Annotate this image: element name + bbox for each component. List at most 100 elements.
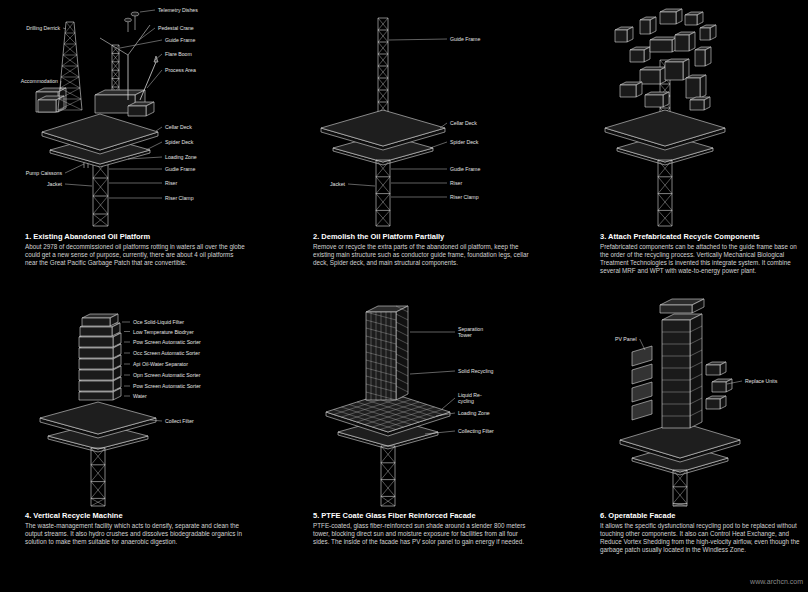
leader-line: [430, 142, 447, 148]
tower-brace: [381, 446, 395, 447]
module-seam: [662, 374, 702, 380]
part-label: Accommodation: [21, 78, 58, 84]
step-description: Remove or recycle the extra parts of the…: [313, 243, 533, 267]
module-seam: [662, 398, 702, 404]
box-front: [128, 106, 146, 116]
derrick-brace: [62, 66, 78, 67]
leader-line: [120, 40, 162, 48]
tower-brace: [378, 42, 388, 54]
step-panel: 3. Attach Prefabricated Recycle Componen…: [600, 232, 800, 275]
leader-line: [440, 123, 447, 128]
tower-brace: [91, 448, 105, 465]
leader-line: [124, 396, 130, 397]
box-front: [366, 312, 396, 400]
platform-demolished: [321, 18, 445, 226]
tower-brace: [376, 226, 390, 227]
tower-brace: [91, 465, 105, 482]
box-side: [396, 306, 408, 400]
tower-brace: [660, 108, 670, 109]
box-front: [79, 337, 113, 347]
box-front: [662, 320, 690, 428]
tower-brace: [376, 160, 390, 177]
tower-brace: [112, 79, 119, 87]
deck-top: [40, 402, 156, 434]
tower-brace: [658, 210, 672, 226]
tower-leg: [91, 448, 92, 506]
box-front: [38, 100, 56, 112]
pv-panel: [632, 346, 652, 366]
derrick-frame: [58, 22, 82, 110]
box-front: [79, 348, 113, 358]
part-label: Api Oil-Water Separator: [133, 361, 188, 367]
tower-brace: [658, 210, 672, 211]
tower-brace: [376, 210, 390, 226]
facade-mesh: [396, 346, 408, 352]
box-front: [660, 12, 676, 24]
lattice-tower: [381, 446, 395, 506]
module-box: [706, 396, 726, 409]
tower-brace: [91, 448, 105, 449]
tower-brace: [381, 463, 395, 480]
derrick-brace: [66, 22, 75, 33]
box-side: [697, 12, 703, 25]
leader-line: [147, 70, 162, 88]
facade-mesh: [396, 314, 408, 320]
tower-brace: [381, 480, 395, 497]
box-front: [80, 327, 112, 336]
derrick-brace: [63, 55, 78, 66]
pv-panel: [632, 364, 652, 384]
tower-brace: [112, 62, 119, 70]
box-front: [640, 20, 650, 34]
facade-mesh: [396, 306, 408, 312]
tower-brace: [378, 54, 388, 55]
leader-line: [150, 420, 162, 421]
step-heading: 4. Vertical Recycle Machine: [25, 511, 245, 520]
leader-line: [391, 197, 447, 198]
tower-leg: [673, 470, 674, 506]
lattice-tower: [91, 448, 105, 506]
box-side: [720, 396, 726, 409]
box-front: [82, 318, 110, 326]
leader-line: [640, 339, 645, 350]
box-front: [695, 50, 705, 66]
telemetry-dish: [125, 18, 132, 22]
part-label: Loading Zone: [165, 154, 197, 160]
crane-jib: [100, 38, 128, 55]
part-label: Occ Screen Automatic Sorter: [133, 350, 200, 356]
tower-brace: [378, 78, 388, 79]
step-panel: 6. Operatable FacadeIt allows the specif…: [600, 511, 800, 554]
deck-grid: [357, 402, 419, 422]
box-front: [712, 382, 726, 392]
facade-mesh: [396, 386, 408, 392]
facade-mesh: [396, 322, 408, 328]
tower-leg: [381, 446, 382, 506]
part-label: Flare Boom: [165, 51, 192, 57]
module-box: [675, 32, 695, 51]
part-label: Telemetry Dishes: [158, 7, 198, 13]
leader-line: [436, 413, 455, 416]
module-box: [665, 59, 689, 80]
tower-brace: [376, 177, 390, 194]
tower-brace: [376, 210, 390, 211]
tower-brace: [378, 90, 388, 91]
module-box: [690, 97, 710, 110]
tower-brace: [381, 462, 395, 463]
telemetry-dish: [131, 12, 139, 16]
tower-brace: [93, 178, 108, 196]
tower-brace: [658, 176, 672, 177]
leader-line: [124, 386, 130, 387]
derrick-brace: [66, 22, 74, 23]
module-box: [685, 12, 703, 25]
tower-brace: [673, 506, 687, 507]
tower-brace: [378, 30, 388, 42]
module-seam: [662, 350, 702, 356]
step-description: The waste-management facility which acts…: [25, 522, 245, 546]
box-front: [79, 370, 113, 380]
tower-brace: [378, 54, 388, 66]
derrick-brace: [64, 44, 76, 45]
step-heading: 1. Existing Abandoned Oil Platform: [25, 232, 245, 241]
box-side: [650, 17, 656, 34]
part-label: Guide Frame: [165, 37, 195, 43]
facade-mesh: [366, 336, 396, 344]
